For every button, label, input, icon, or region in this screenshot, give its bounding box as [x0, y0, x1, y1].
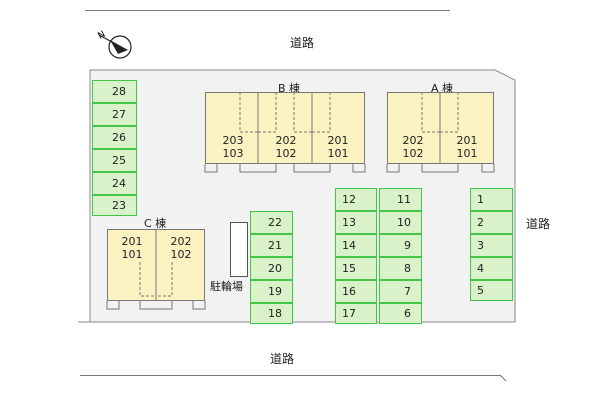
- unit-upper: 202: [275, 134, 297, 147]
- parking-spot[interactable]: 10: [379, 211, 422, 234]
- parking-spot[interactable]: 5: [470, 280, 513, 301]
- unit-lower: 101: [456, 147, 478, 160]
- parking-spot[interactable]: 12: [335, 188, 377, 211]
- unit-upper: 202: [170, 235, 192, 248]
- building-b-unit-202-102: 202 102: [266, 134, 306, 160]
- unit-upper: 201: [456, 134, 478, 147]
- building-b: [205, 92, 365, 164]
- building-c-label: C 棟: [144, 217, 167, 230]
- parking-spot[interactable]: 2: [470, 211, 513, 234]
- parking-spot[interactable]: 4: [470, 257, 513, 280]
- parking-spot[interactable]: 18: [250, 303, 293, 324]
- building-b-label: B 棟: [278, 82, 301, 95]
- unit-upper: 202: [402, 134, 424, 147]
- parking-spot[interactable]: 6: [379, 303, 422, 324]
- road-label-east: 道路: [526, 217, 551, 231]
- parking-spot[interactable]: 23: [92, 195, 137, 216]
- parking-spot[interactable]: 19: [250, 280, 293, 303]
- parking-spot[interactable]: 7: [379, 280, 422, 303]
- unit-lower: 102: [275, 147, 297, 160]
- parking-spot[interactable]: 21: [250, 234, 293, 257]
- unit-lower: 102: [170, 248, 192, 261]
- bike-parking-label: 駐輪場: [210, 280, 243, 293]
- unit-lower: 101: [327, 147, 349, 160]
- building-b-unit-203-103: 203 103: [213, 134, 253, 160]
- parking-spot[interactable]: 9: [379, 234, 422, 257]
- north-arrow-icon: [98, 34, 132, 59]
- road-south-line: [80, 375, 500, 376]
- parking-spot[interactable]: 24: [92, 172, 137, 195]
- road-label-south: 道路: [270, 352, 295, 366]
- building-a-label: A 棟: [431, 82, 454, 95]
- parking-spot[interactable]: 27: [92, 103, 137, 126]
- unit-lower: 101: [121, 248, 143, 261]
- building-a-unit-201-101: 201 101: [447, 134, 487, 160]
- road-south-end: [499, 374, 507, 382]
- building-a-unit-202-102: 202 102: [393, 134, 433, 160]
- building-c-unit-202-102: 202 102: [161, 235, 201, 261]
- road-north-line: [85, 10, 450, 11]
- parking-spot[interactable]: 14: [335, 234, 377, 257]
- parking-spot[interactable]: 25: [92, 149, 137, 172]
- bike-parking-area: [230, 222, 248, 277]
- parking-spot[interactable]: 17: [335, 303, 377, 324]
- north-arrow-label: N: [97, 30, 108, 42]
- parking-spot[interactable]: 1: [470, 188, 513, 211]
- unit-upper: 201: [327, 134, 349, 147]
- parking-spot[interactable]: 22: [250, 211, 293, 234]
- parking-spot[interactable]: 26: [92, 126, 137, 149]
- parking-spot[interactable]: 20: [250, 257, 293, 280]
- unit-upper: 203: [222, 134, 244, 147]
- parking-spot[interactable]: 3: [470, 234, 513, 257]
- building-c-unit-201-101: 201 101: [112, 235, 152, 261]
- unit-lower: 103: [222, 147, 244, 160]
- parking-spot[interactable]: 11: [379, 188, 422, 211]
- parking-spot[interactable]: 8: [379, 257, 422, 280]
- parking-spot[interactable]: 16: [335, 280, 377, 303]
- parking-spot[interactable]: 13: [335, 211, 377, 234]
- building-b-unit-201-101: 201 101: [318, 134, 358, 160]
- road-label-north: 道路: [290, 36, 315, 50]
- unit-upper: 201: [121, 235, 143, 248]
- unit-lower: 102: [402, 147, 424, 160]
- parking-spot[interactable]: 28: [92, 80, 137, 103]
- parking-spot[interactable]: 15: [335, 257, 377, 280]
